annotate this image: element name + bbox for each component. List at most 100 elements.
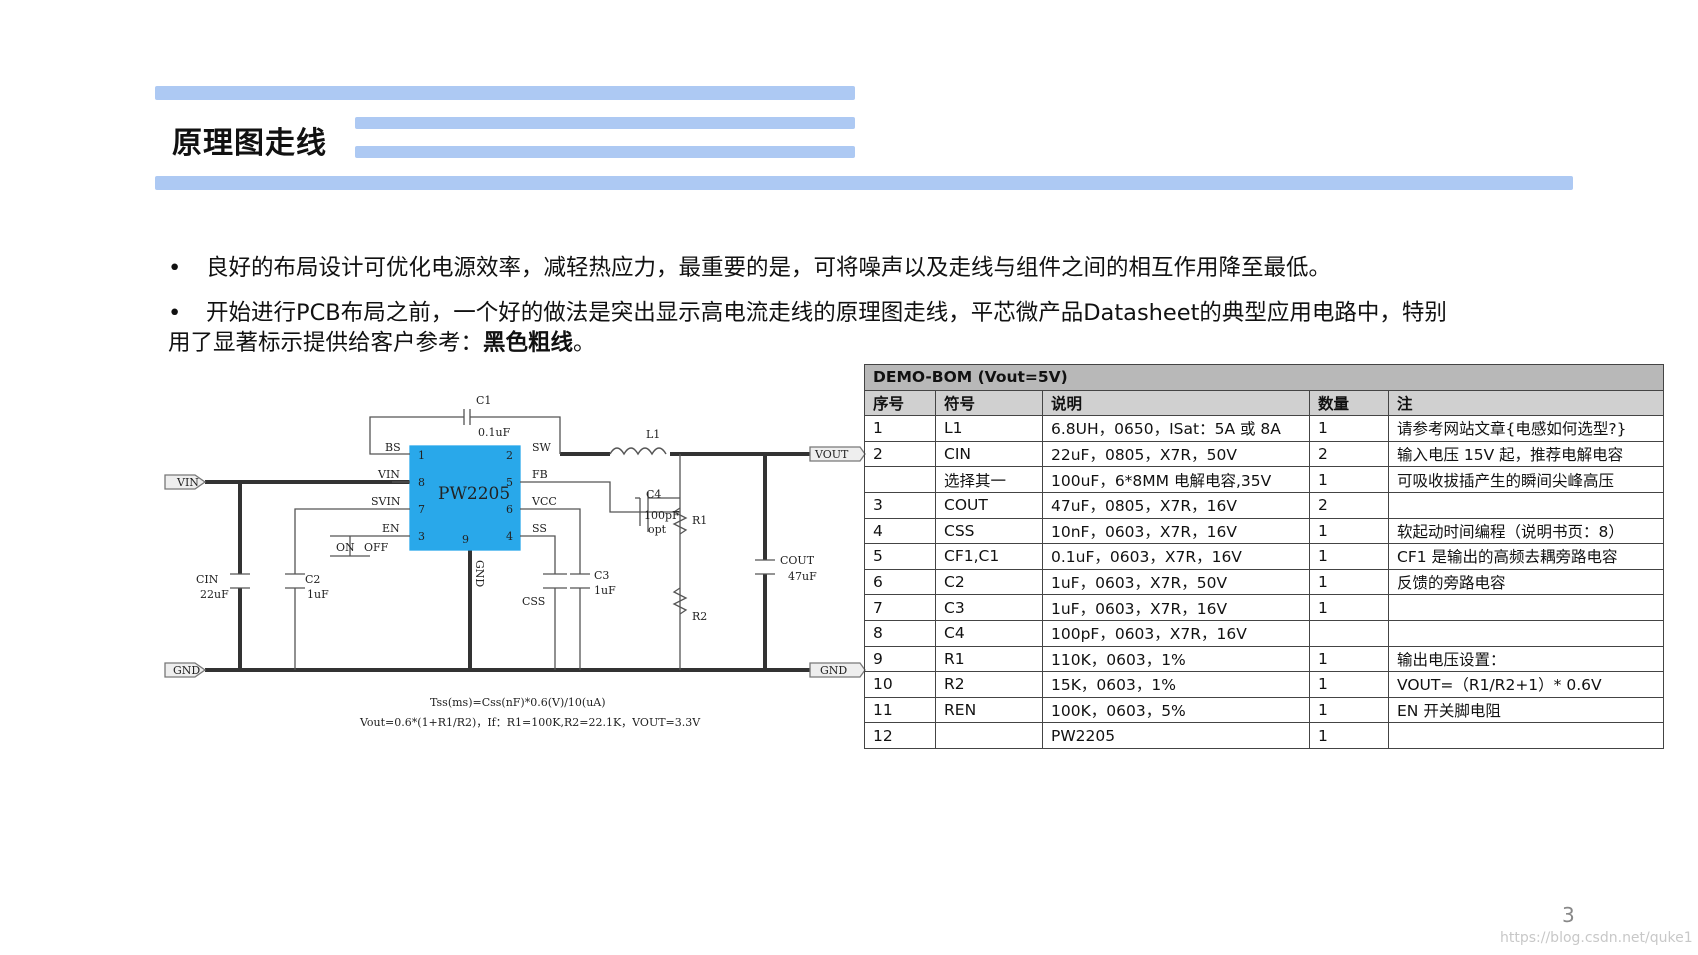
c1-label: C1 <box>476 394 491 407</box>
table-cell: 10 <box>864 671 936 698</box>
pin-ss: SS <box>532 522 547 535</box>
table-cell: 100uF，6*8MM 电解电容,35V <box>1042 466 1310 493</box>
table-cell: L1 <box>935 415 1043 442</box>
table-cell: CIN <box>935 440 1043 468</box>
table-cell: 1uF，0603，X7R，50V <box>1042 568 1310 596</box>
bom-header-row: 序号符号说明数量注 <box>864 389 1664 417</box>
table-cell: 软起动时间编程（说明书页：8） <box>1388 517 1664 545</box>
bullet-dot: • <box>168 300 182 326</box>
ic-chip <box>409 445 521 551</box>
table-cell: 100K，0603，5% <box>1042 696 1310 724</box>
bom-header-cell: 符号 <box>935 389 1043 417</box>
c2-value: 1uF <box>307 588 329 601</box>
cout-value: 47uF <box>788 570 817 583</box>
pin-bs: BS <box>385 441 401 454</box>
cin-value: 22uF <box>200 588 229 601</box>
page-number: 3 <box>1562 903 1575 927</box>
table-cell: 2 <box>1309 491 1389 519</box>
table-cell: 1 <box>1309 466 1389 493</box>
bullet-text-bold: 黑色粗线 <box>483 330 574 356</box>
circuit-schematic: VIN VOUT GND GND C1 0.1uF L1 C4 100pF op… <box>164 394 866 729</box>
c2-label: C2 <box>305 573 320 586</box>
c4-label: C4 <box>646 488 661 501</box>
watermark: https://blog.csdn.net/quke1 <box>1500 930 1693 946</box>
bullet-text-line1: 开始进行PCB布局之前，一个好的做法是突出显示高电流走线的原理图走线，平芯微产品… <box>206 300 1447 326</box>
table-cell: 反馈的旁路电容 <box>1388 568 1664 596</box>
bom-title: DEMO-BOM (Vout=5V) <box>864 364 1664 391</box>
pin-num-6: 6 <box>506 503 513 516</box>
header-bar-top <box>155 86 855 100</box>
table-cell: 22uF，0805，X7R，50V <box>1042 440 1310 468</box>
table-cell <box>935 722 1043 749</box>
page-title: 原理图走线 <box>172 126 327 161</box>
cout-label: COUT <box>780 554 815 567</box>
c4-value: 100pF <box>644 509 680 522</box>
bullet-item: • 良好的布局设计可优化电源效率，减轻热应力，最重要的是，可将噪声以及走线与组件… <box>168 253 1548 283</box>
table-cell: COUT <box>935 491 1043 519</box>
table-cell: CSS <box>935 517 1043 545</box>
table-cell: 11 <box>864 696 936 724</box>
table-cell: EN 开关脚电阻 <box>1388 696 1664 724</box>
table-cell: 0.1uF，0603，X7R，16V <box>1042 543 1310 570</box>
table-cell: C4 <box>935 619 1043 647</box>
pin-vin: VIN <box>377 468 400 481</box>
vout-tag-label: VOUT <box>814 448 849 461</box>
bom-header-cell: 说明 <box>1042 389 1310 417</box>
table-cell: 47uF，0805，X7R，16V <box>1042 491 1310 519</box>
table-cell: 10nF，0603，X7R，16V <box>1042 517 1310 545</box>
table-cell: 1 <box>1309 415 1389 442</box>
table-cell <box>1388 491 1664 519</box>
table-cell: 15K，0603，1% <box>1042 671 1310 698</box>
table-cell: 3 <box>864 491 936 519</box>
pin-gnd: GND <box>473 560 486 587</box>
table-cell: 6.8UH，0650，ISat：5A 或 8A <box>1042 415 1310 442</box>
pin-num-3: 3 <box>418 530 425 543</box>
bullet-item: • 开始进行PCB布局之前，一个好的做法是突出显示高电流走线的原理图走线，平芯微… <box>168 298 1548 358</box>
bullet-text: 良好的布局设计可优化电源效率，减轻热应力，最重要的是，可将噪声以及走线与组件之间… <box>206 255 1332 281</box>
bom-header-cell: 注 <box>1388 389 1664 417</box>
table-cell: 1 <box>1309 517 1389 545</box>
c3-value: 1uF <box>594 584 616 597</box>
table-cell <box>1388 619 1664 647</box>
table-cell: 100pF，0603，X7R，16V <box>1042 619 1310 647</box>
pin-fb: FB <box>532 468 548 481</box>
table-cell: 1uF，0603，X7R，16V <box>1042 594 1310 621</box>
gnd-right-label: GND <box>820 664 847 677</box>
bom-header-cell: 序号 <box>864 389 936 417</box>
bullet-dot: • <box>168 255 182 281</box>
off-label: OFF <box>364 541 389 554</box>
table-cell: 输入电压 15V 起，推荐电解电容 <box>1388 440 1664 468</box>
table-cell: 请参考网站文章{电感如何选型?} <box>1388 415 1664 442</box>
table-cell: 2 <box>864 440 936 468</box>
table-cell: CF1 是输出的高频去耦旁路电容 <box>1388 543 1664 570</box>
l1-label: L1 <box>646 428 660 441</box>
table-cell: 8 <box>864 619 936 647</box>
r1-label: R1 <box>692 514 707 527</box>
table-cell: R1 <box>935 645 1043 673</box>
table-cell: C2 <box>935 568 1043 596</box>
gnd-left-label: GND <box>173 664 200 677</box>
pin-num-9: 9 <box>462 533 469 546</box>
table-cell: C3 <box>935 594 1043 621</box>
pin-num-8: 8 <box>418 476 425 489</box>
table-cell: REN <box>935 696 1043 724</box>
pin-vcc: VCC <box>531 495 557 508</box>
table-cell: 6 <box>864 568 936 596</box>
pin-en: EN <box>382 522 400 535</box>
pin-num-7: 7 <box>418 503 425 516</box>
bullet-text-plain: 用了显著标示提供给客户参考： <box>168 330 484 356</box>
pin-svin: SVIN <box>371 495 401 508</box>
pin-num-4: 4 <box>506 530 513 543</box>
on-label: ON <box>336 541 355 554</box>
c1-value: 0.1uF <box>478 426 511 439</box>
table-cell <box>1309 619 1389 647</box>
